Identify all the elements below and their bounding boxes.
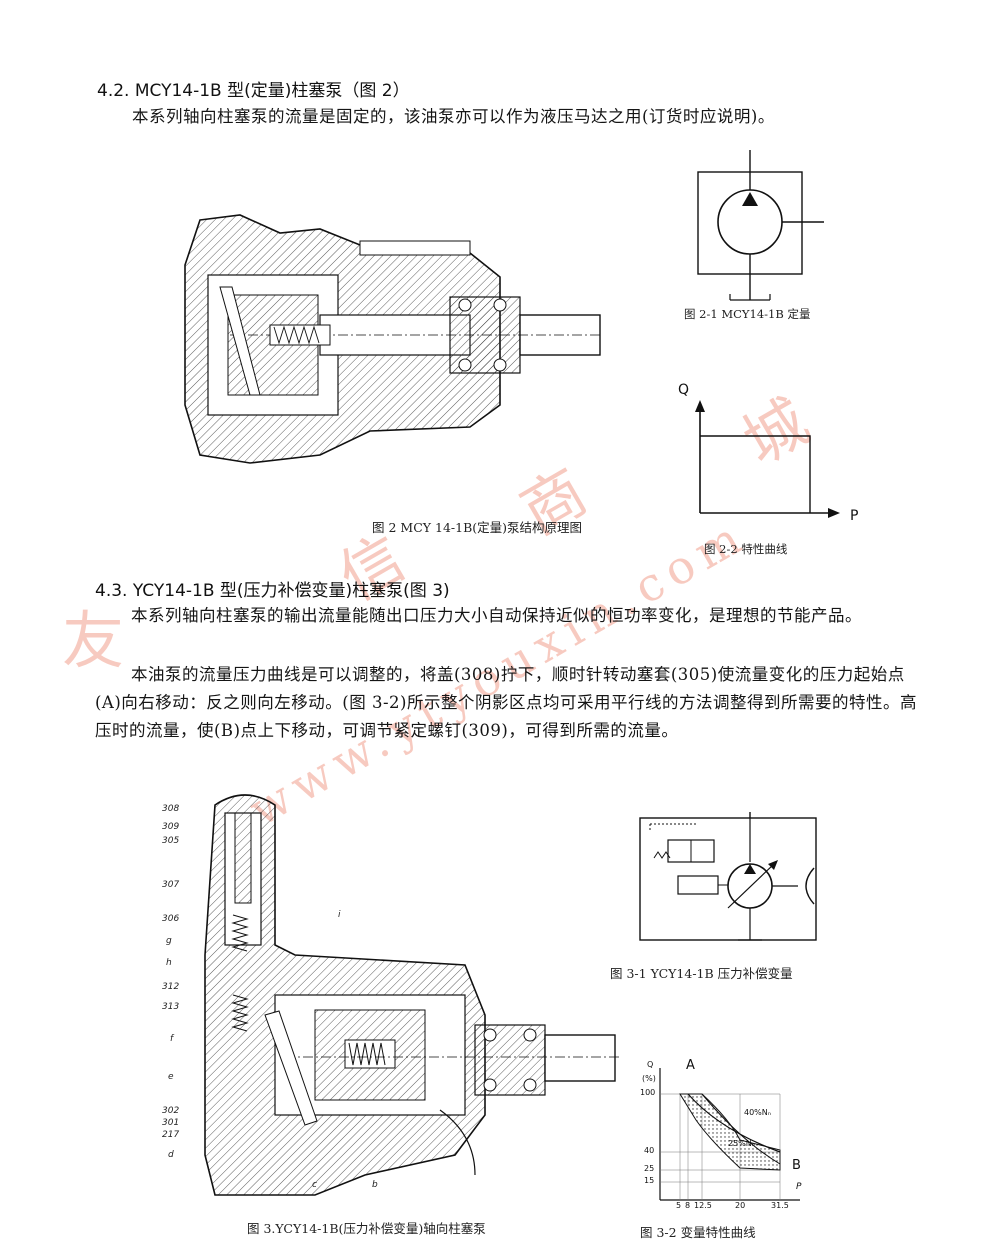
callout-307: 307 (162, 880, 180, 890)
figure-3-2-axis-q: Q (647, 1060, 654, 1069)
callout-i: i (338, 910, 341, 920)
figure-3-2-ytick-40: 40 (644, 1146, 655, 1155)
section-4-3-paragraph-2: 本油泵的流量压力曲线是可以调整的，将盖(308)拧下，顺时针转动塞套(305)使… (95, 665, 917, 740)
callout-e: e (168, 1072, 174, 1082)
figure-3-1-symbol (639, 812, 817, 941)
figure-2-1-caption: 图 2-1 MCY14-1B 定量 (684, 307, 811, 321)
figure-3-2-curve-25: 25%Nₙ (728, 1139, 755, 1148)
figure-3-2-axis-p: P (796, 1182, 802, 1192)
callout-302: 302 (162, 1106, 180, 1116)
figure-3-pump-drawing (204, 794, 620, 1196)
callout-f: f (170, 1034, 174, 1044)
figure-3-2-y-unit: (%) (642, 1074, 656, 1083)
callout-312: 312 (162, 982, 180, 992)
figure-3-2-ytick-100: 100 (640, 1088, 656, 1097)
figure-3-2-caption: 图 3-2 变量特性曲线 (640, 1225, 756, 1240)
figure-2-pump-drawing (184, 214, 601, 464)
figure-3-1-caption: 图 3-1 YCY14-1B 压力补偿变量 (610, 966, 793, 981)
figure-3-2-curve-40: 40%Nₙ (744, 1108, 771, 1117)
callout-306: 306 (162, 914, 180, 924)
figure-2-2-axis-q: Q (678, 382, 690, 398)
callout-g: g (166, 936, 172, 946)
callout-313: 313 (162, 1002, 180, 1012)
section-4-3-paragraph-1: 本系列轴向柱塞泵的输出流量能随出口压力大小自动保持近似的恒功率变化，是理想的节能… (131, 606, 862, 625)
figure-3-2-ytick-15: 15 (644, 1176, 655, 1185)
callout-c: c (312, 1180, 317, 1190)
figure-3-2-xtick-12-5: 12.5 (694, 1201, 712, 1210)
figure-3-2-xtick-31-5: 31.5 (771, 1201, 789, 1210)
figure-3-2-chart (659, 1068, 800, 1201)
figure-3-2-point-b: B (792, 1158, 801, 1173)
figure-2-2-axis-p: P (850, 508, 859, 524)
callout-309: 309 (162, 822, 180, 832)
figure-3-2-point-a: A (686, 1058, 695, 1073)
callout-301: 301 (162, 1118, 180, 1128)
section-heading-4-2: 4.2. MCY14-1B 型(定量)柱塞泵（图 2） (97, 81, 410, 101)
figure-3-2-xtick-20: 20 (735, 1201, 746, 1210)
callout-d: d (168, 1150, 174, 1160)
figure-2-1-symbol (697, 150, 824, 301)
figure-3-2-ytick-25: 25 (644, 1164, 655, 1173)
callout-308: 308 (162, 804, 180, 814)
callout-h: h (166, 958, 172, 968)
figure-3-2-xtick-5: 5 (676, 1201, 682, 1210)
figure-2-2-caption: 图 2-2 特性曲线 (704, 542, 788, 556)
figure-3-caption: 图 3.YCY14-1B(压力补偿变量)轴向柱塞泵 (247, 1221, 486, 1236)
section-heading-4-3: 4.3. YCY14-1B 型(压力补偿变量)柱塞泵(图 3) (95, 581, 450, 601)
figure-3-2-xtick-8: 8 (685, 1201, 691, 1210)
callout-305: 305 (162, 836, 180, 846)
figure-2-2-chart (695, 400, 840, 518)
callout-217: 217 (162, 1130, 180, 1140)
callout-b: b (372, 1180, 378, 1190)
figure-2-caption: 图 2 MCY 14-1B(定量)泵结构原理图 (372, 520, 583, 535)
section-4-2-paragraph: 本系列轴向柱塞泵的流量是固定的，该油泵亦可以作为液压马达之用(订货时应说明)。 (132, 107, 775, 126)
